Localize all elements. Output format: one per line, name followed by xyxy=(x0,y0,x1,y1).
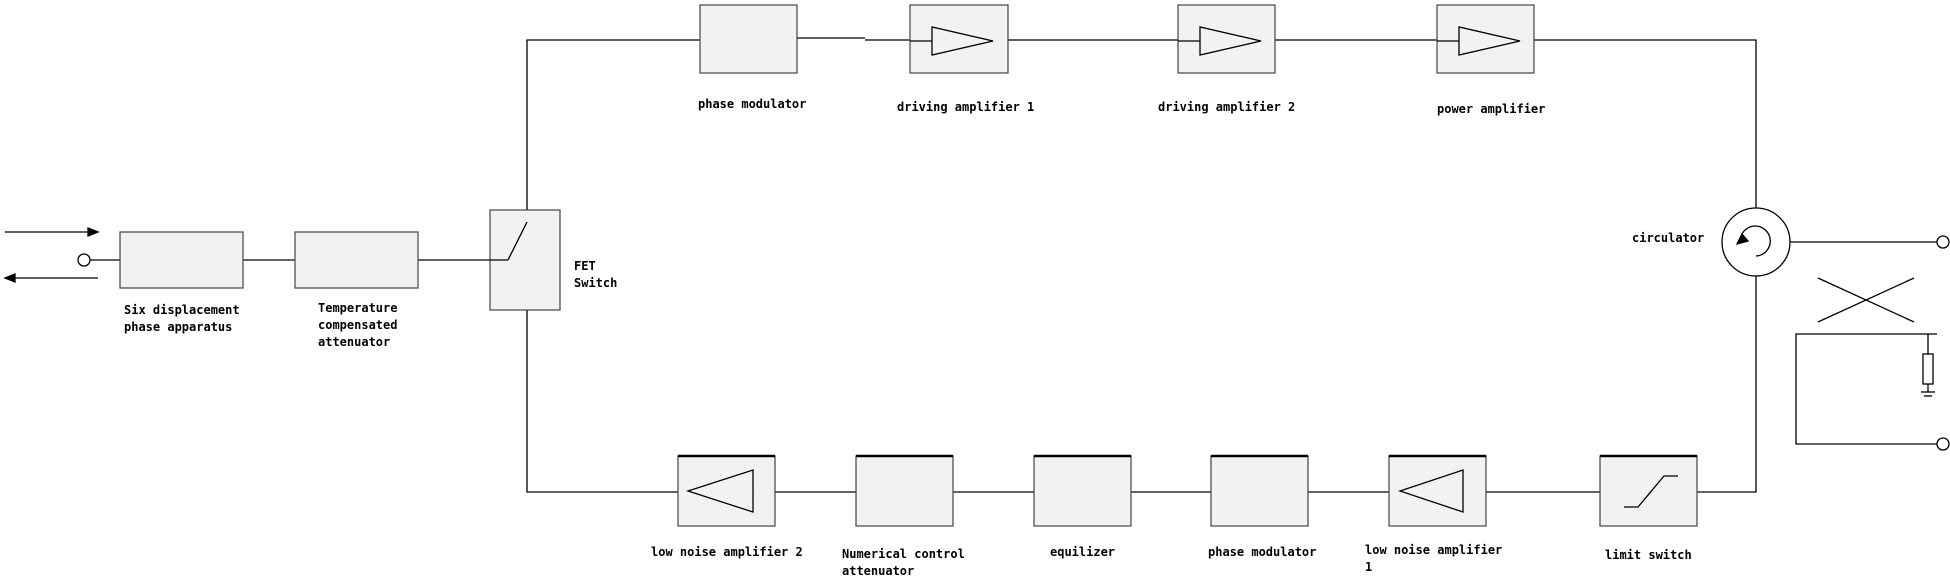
label-numerical-control-attenuator: Numerical control attenuator xyxy=(842,547,965,578)
antenna-port-terminal xyxy=(1936,235,1950,249)
phase-modulator-top-box xyxy=(699,4,798,74)
driving-amplifier-1-box xyxy=(909,4,1009,74)
circulator-arrow-head xyxy=(1735,232,1750,246)
low-noise-amplifier-2-box xyxy=(677,455,776,527)
label-phase-modulator-bottom: phase modulator xyxy=(1208,545,1317,559)
label-low-noise-amplifier-2: low noise amplifier 2 xyxy=(651,545,803,559)
label-temperature-compensated-attenuator: Temperature compensated attenuator xyxy=(318,301,398,349)
limit-switch-box xyxy=(1599,455,1698,527)
label-circulator: circulator xyxy=(1632,231,1705,245)
input-arrow-head xyxy=(87,227,100,237)
label-low-noise-amplifier-1: low noise amplifier 1 xyxy=(1365,543,1503,574)
temperature-compensated-attenuator-box xyxy=(294,231,419,289)
load-resistor xyxy=(1922,353,1934,385)
circulator-symbol xyxy=(1721,207,1791,277)
label-driving-amplifier-2: driving amplifier 2 xyxy=(1158,100,1296,114)
low-noise-amplifier-2-triangle-icon xyxy=(685,469,754,513)
label-driving-amplifier-1: driving amplifier 1 xyxy=(897,100,1035,114)
input-port-terminal xyxy=(77,253,91,267)
fet-switch-blade xyxy=(507,221,528,261)
equilizer-box xyxy=(1033,455,1132,527)
label-equilizer: equilizer xyxy=(1050,545,1116,559)
output-arrow-head xyxy=(3,273,16,283)
load-loop-wire xyxy=(1795,333,1937,445)
label-power-amplifier: power amplifier xyxy=(1437,102,1546,116)
wire-power-amp-to-circulator xyxy=(1534,39,1757,208)
wire-circulator-to-limit-switch xyxy=(1697,276,1757,493)
label-limit-switch: limit switch xyxy=(1605,548,1692,562)
circulator-arc xyxy=(1741,225,1771,257)
label-six-displacement-phase-apparatus: Six displacement phase apparatus xyxy=(124,303,240,334)
wire-fet-to-phase-mod-top xyxy=(526,39,700,210)
low-noise-amplifier-1-box xyxy=(1388,455,1487,527)
wire-lna2-to-fet xyxy=(526,310,678,493)
cross-line-b xyxy=(1817,277,1915,323)
numerical-control-attenuator-box xyxy=(855,455,954,527)
power-amplifier-box xyxy=(1436,4,1535,74)
driving-amplifier-2-box xyxy=(1177,4,1276,74)
six-displacement-phase-apparatus-box xyxy=(119,231,244,289)
phase-modulator-bottom-box xyxy=(1210,455,1309,527)
limit-switch-curve-icon xyxy=(1624,475,1678,508)
load-port-terminal xyxy=(1936,437,1950,451)
low-noise-amplifier-1-triangle-icon xyxy=(1397,469,1464,513)
label-fet-switch: FET Switch xyxy=(574,259,618,290)
label-phase-modulator-top: phase modulator xyxy=(698,97,807,111)
